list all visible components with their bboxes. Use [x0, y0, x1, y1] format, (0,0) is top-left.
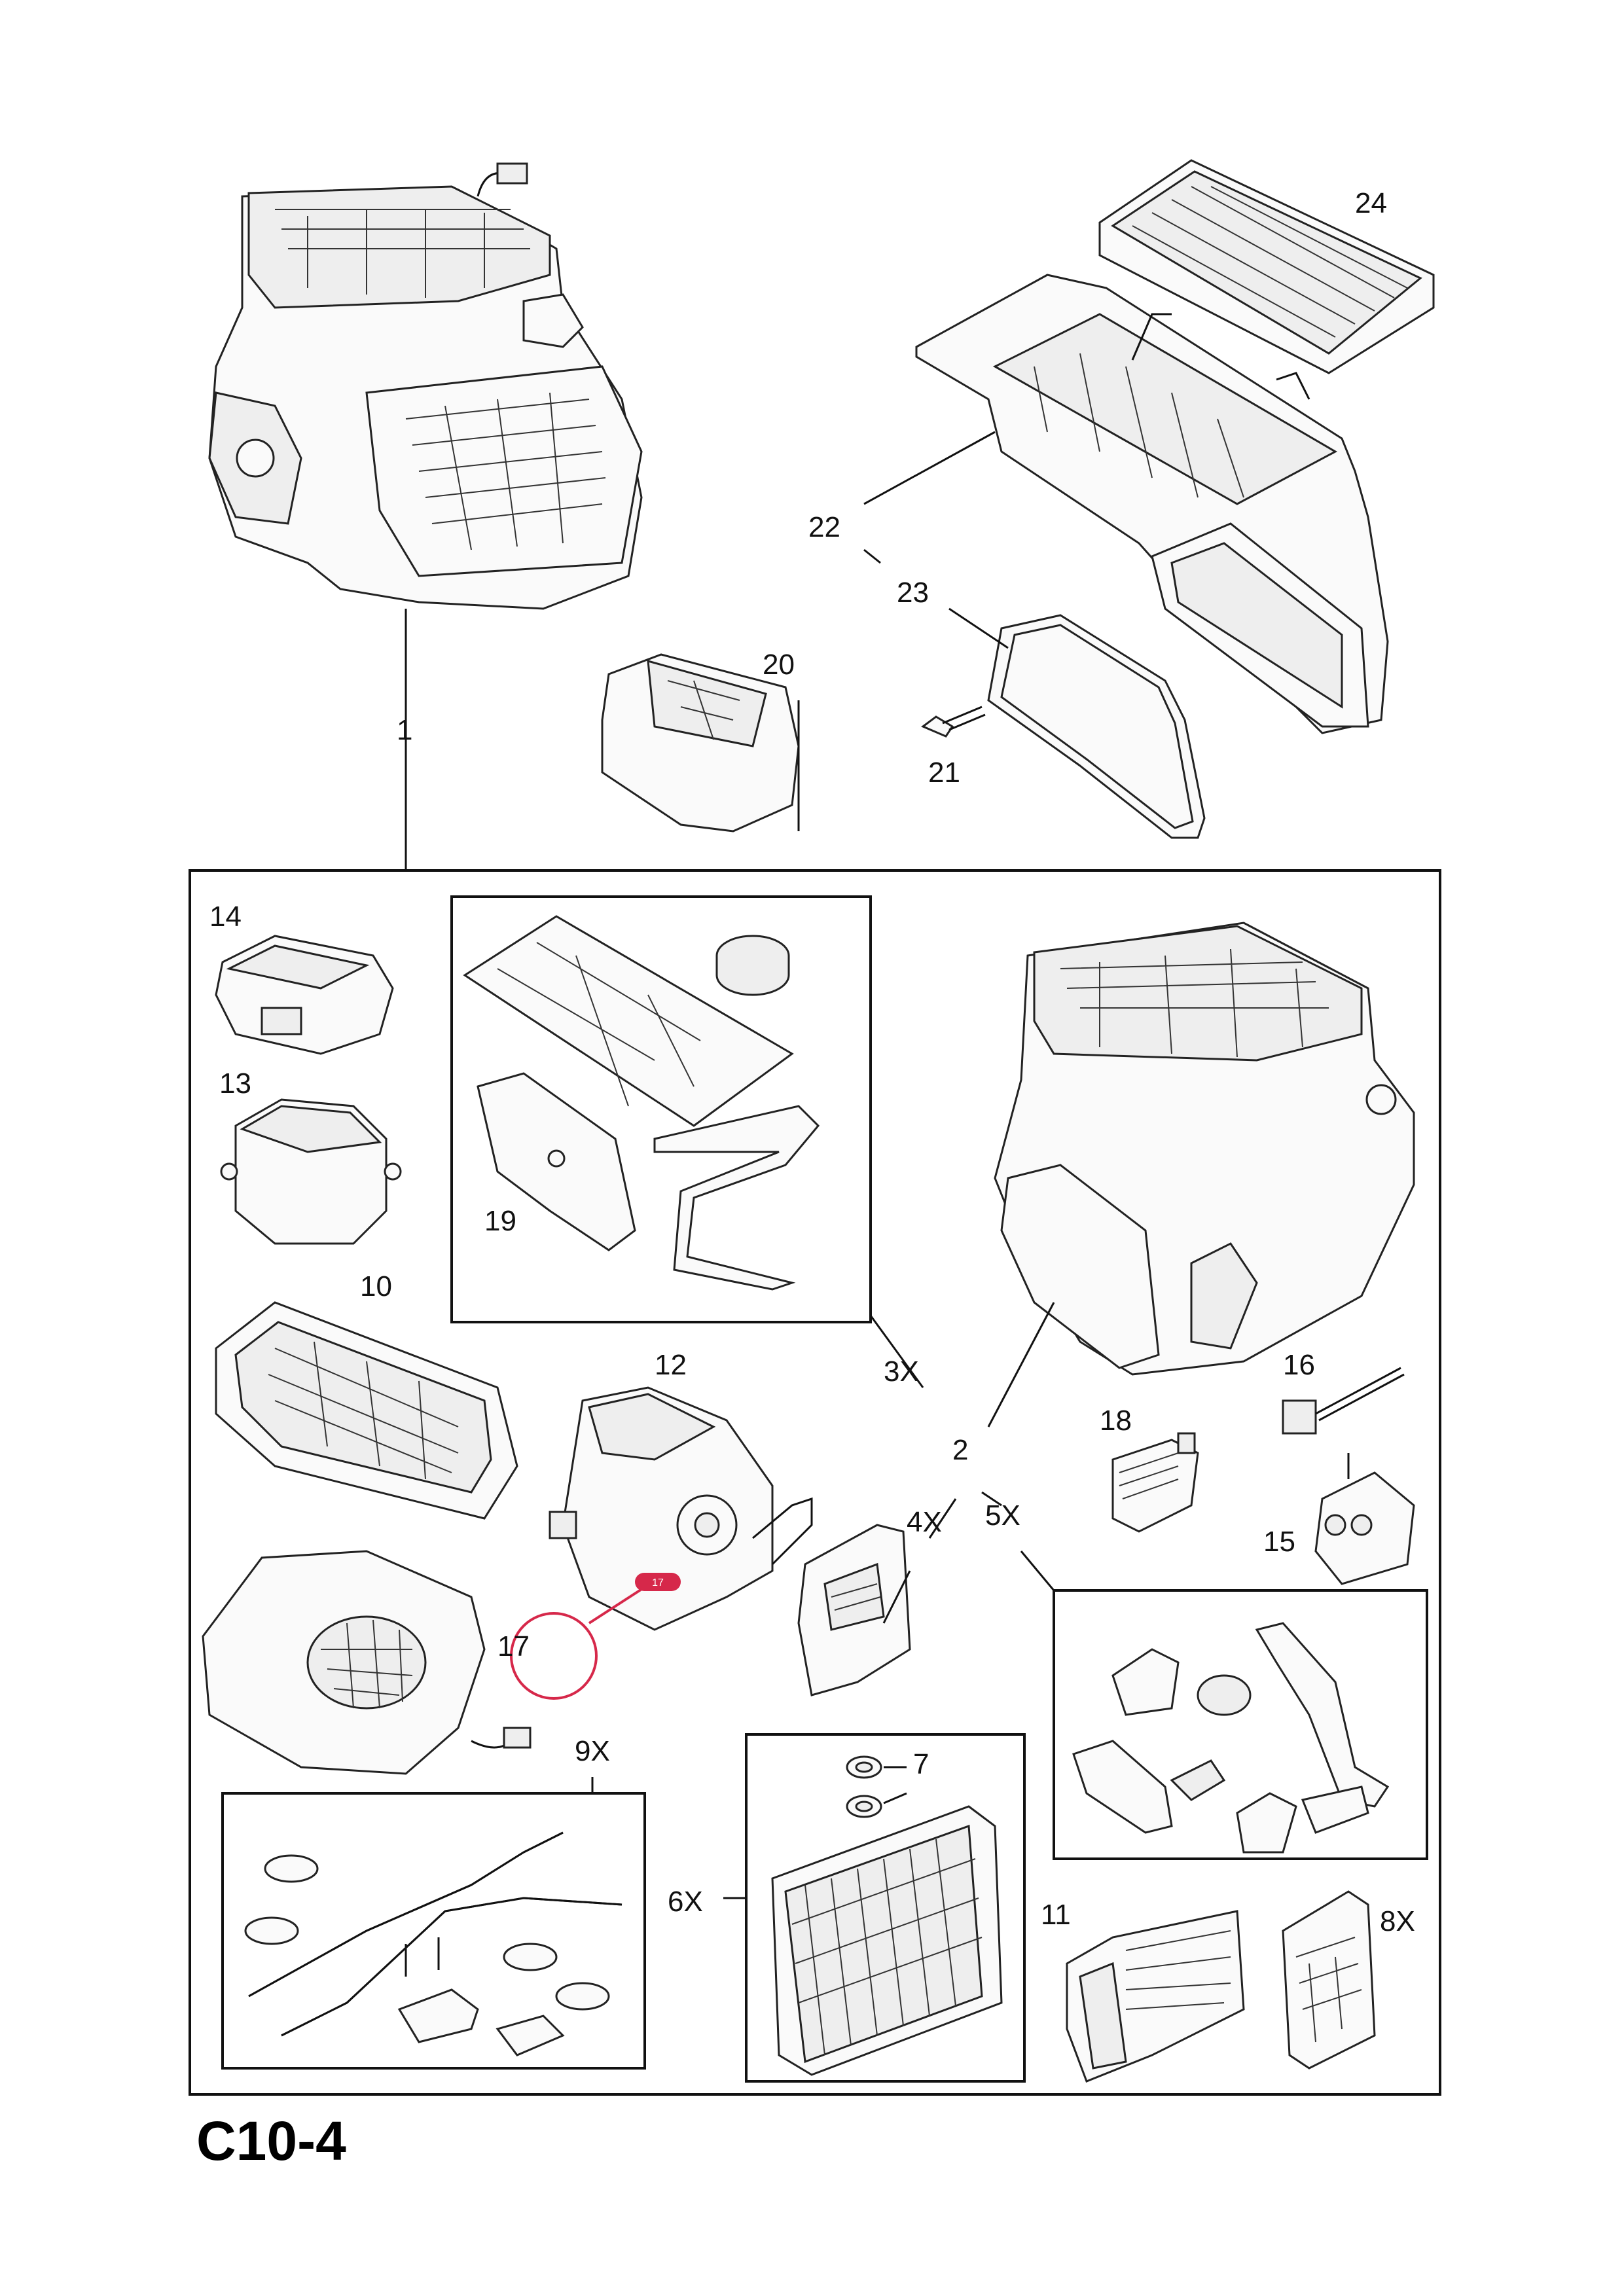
- part-19-seal-kit: [463, 915, 820, 1291]
- kit-frame-6x: [745, 1733, 1026, 2083]
- part-15-sensor: [1314, 1453, 1415, 1585]
- label-4x: 4X: [907, 1506, 942, 1538]
- part-2-heater-housing: [994, 922, 1415, 1376]
- part-20-seal-block: [601, 653, 800, 833]
- label-22: 22: [808, 511, 840, 543]
- part-18-resistor: [1111, 1432, 1199, 1533]
- kit-frame-5x: [1053, 1589, 1428, 1860]
- label-23: 23: [897, 577, 929, 609]
- part-8x-repair-kit: [1282, 1890, 1376, 2070]
- label-15: 15: [1263, 1526, 1295, 1558]
- leader-lines-top: [405, 431, 1009, 870]
- label-21: 21: [928, 757, 960, 789]
- label-6x: 6X: [668, 1886, 703, 1918]
- part-22-filter-housing: [915, 274, 1389, 734]
- part-24-cabin-filter: [1098, 159, 1435, 374]
- highlight-item-17: 17: [510, 1573, 681, 1700]
- label-19: 19: [484, 1205, 516, 1237]
- label-1: 1: [397, 714, 412, 746]
- label-17: 17: [497, 1630, 530, 1662]
- kit-frame-3x: [450, 895, 872, 1323]
- part-4x-repair-kit: [797, 1524, 911, 1696]
- label-12: 12: [655, 1349, 687, 1381]
- leader-lines-kit: [591, 1302, 1055, 1899]
- label-20: 20: [763, 649, 795, 681]
- callout-labels: 1 2 3X 4X 5X 6X 7 8X 9X 10 11 12 13 14 1…: [209, 187, 1415, 1937]
- label-10: 10: [360, 1270, 392, 1302]
- label-2: 2: [952, 1434, 968, 1466]
- label-24: 24: [1355, 187, 1387, 219]
- part-12-flap-mechanism: [549, 1386, 813, 1631]
- part-21-screw: [921, 706, 986, 738]
- label-5x: 5X: [985, 1499, 1020, 1532]
- label-16: 16: [1283, 1349, 1315, 1381]
- highlight-badge-17: 17: [652, 1577, 664, 1588]
- part-11-duct-flap: [1066, 1910, 1245, 2083]
- part-17-blower-housing: [202, 1550, 532, 1775]
- part-14-actuator: [215, 935, 394, 1055]
- label-9x: 9X: [575, 1735, 610, 1767]
- part-5x-linkage-kit: [1072, 1622, 1390, 1854]
- label-18: 18: [1100, 1405, 1132, 1437]
- part-23-gasket: [987, 614, 1206, 839]
- part-6x-heater-core: [771, 1805, 1003, 2076]
- page-code: C10-4: [196, 2110, 346, 2172]
- label-14: 14: [209, 901, 242, 933]
- label-7: 7: [913, 1748, 929, 1780]
- label-8x: 8X: [1380, 1905, 1415, 1937]
- kit-frame: [189, 869, 1441, 2096]
- label-3x: 3X: [884, 1355, 919, 1388]
- part-10-flap-housing: [215, 1301, 518, 1520]
- part-13-actuator: [220, 1098, 402, 1245]
- label-13: 13: [219, 1067, 251, 1100]
- part-9x-pipe-kit: [244, 1831, 623, 2056]
- kit-frame-9x: [221, 1792, 646, 2070]
- part-7-seal-rings: [846, 1755, 907, 1818]
- part-16-sensor: [1282, 1367, 1405, 1435]
- part-1-heater-housing: [208, 162, 643, 610]
- label-11: 11: [1041, 1899, 1071, 1931]
